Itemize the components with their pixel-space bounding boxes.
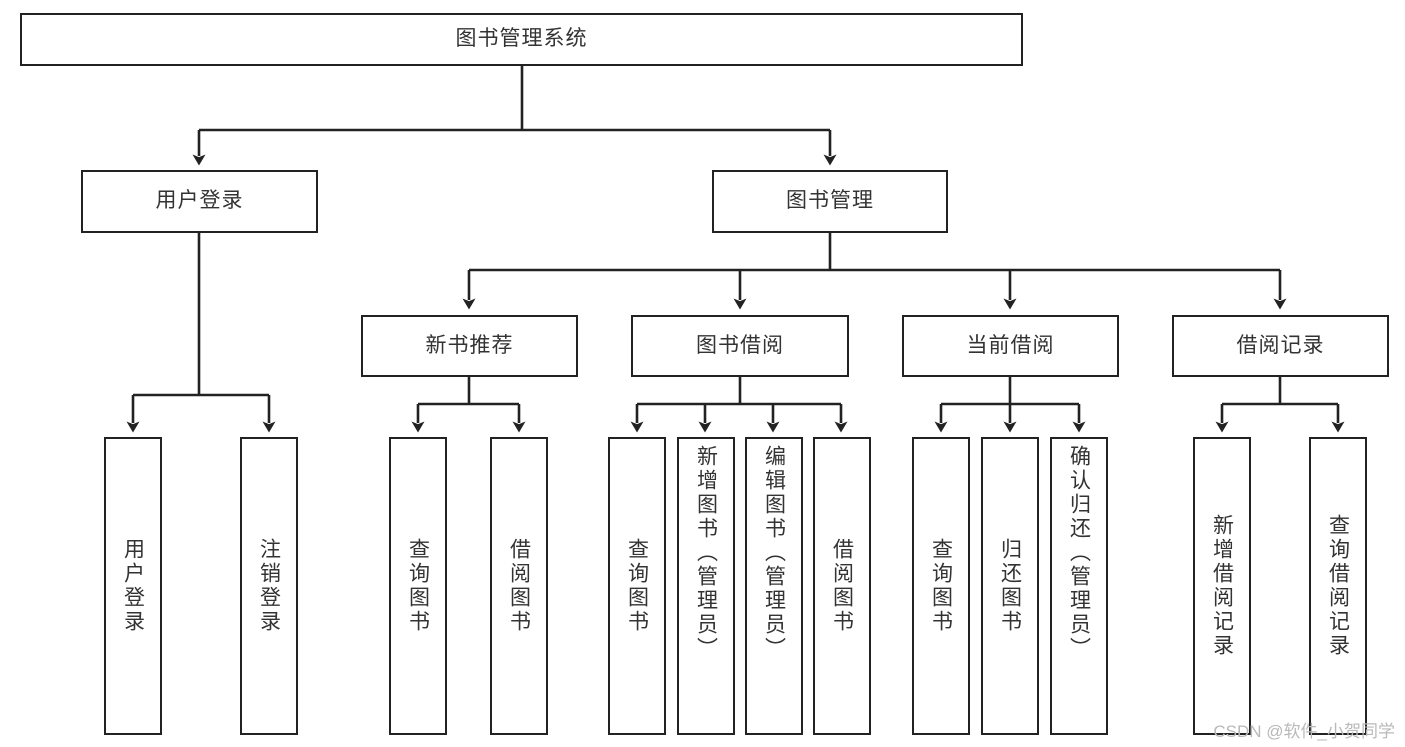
node-label: 新书推荐 — [425, 333, 514, 357]
node-new-book-recommend[interactable]: 新书推荐 — [361, 315, 578, 377]
node-label: 查询借阅记录 — [1326, 514, 1350, 658]
node-label: 查询图书 — [406, 538, 430, 634]
node-label: 图书管理 — [786, 189, 874, 213]
node-leaf-logout-login[interactable]: 注销登录 — [240, 437, 298, 735]
node-leaf-borrow-book-recommend[interactable]: 借阅图书 — [490, 437, 548, 735]
node-leaf-add-borrow-record[interactable]: 新增借阅记录 — [1193, 437, 1251, 735]
node-label: 注销登录 — [257, 538, 281, 634]
node-leaf-query-book-recommend[interactable]: 查询图书 — [389, 437, 447, 735]
node-label: 新增借阅记录 — [1210, 514, 1234, 658]
node-label: 借阅图书 — [507, 538, 531, 634]
node-book-management[interactable]: 图书管理 — [712, 170, 948, 233]
node-label: 归还图书 — [998, 538, 1022, 634]
node-label: 用户登录 — [155, 189, 244, 213]
node-label: 借阅图书 — [830, 538, 854, 634]
node-label: 借阅记录 — [1236, 333, 1325, 357]
node-label: 新增图书（管理员） — [694, 445, 718, 661]
node-label: 查询图书 — [929, 538, 953, 634]
node-leaf-return-book[interactable]: 归还图书 — [981, 437, 1039, 735]
node-leaf-edit-book[interactable]: 编辑图书（管理员） — [745, 437, 803, 735]
node-leaf-query-book-current[interactable]: 查询图书 — [912, 437, 970, 735]
node-label: 图书管理系统 — [455, 27, 588, 51]
watermark-text: CSDN @软件_小贺同学 — [1213, 722, 1395, 741]
node-borrow-record[interactable]: 借阅记录 — [1172, 315, 1389, 377]
node-leaf-borrow-book-borrow[interactable]: 借阅图书 — [813, 437, 871, 735]
node-book-borrow[interactable]: 图书借阅 — [631, 315, 849, 377]
node-leaf-add-book[interactable]: 新增图书（管理员） — [677, 437, 735, 735]
node-label: 查询图书 — [625, 538, 649, 634]
node-leaf-query-borrow-record[interactable]: 查询借阅记录 — [1309, 437, 1367, 735]
node-root-system[interactable]: 图书管理系统 — [20, 13, 1023, 66]
node-label: 确认归还（管理员） — [1067, 445, 1091, 661]
node-label: 编辑图书（管理员） — [762, 445, 786, 661]
node-leaf-confirm-return[interactable]: 确认归还（管理员） — [1050, 437, 1108, 735]
node-leaf-user-login[interactable]: 用户登录 — [104, 437, 162, 735]
node-leaf-query-book-borrow[interactable]: 查询图书 — [608, 437, 666, 735]
node-label: 当前借阅 — [966, 333, 1055, 357]
node-user-login[interactable]: 用户登录 — [81, 170, 318, 233]
node-current-borrow[interactable]: 当前借阅 — [902, 315, 1119, 377]
node-label: 用户登录 — [121, 538, 145, 634]
node-label: 图书借阅 — [696, 333, 784, 357]
